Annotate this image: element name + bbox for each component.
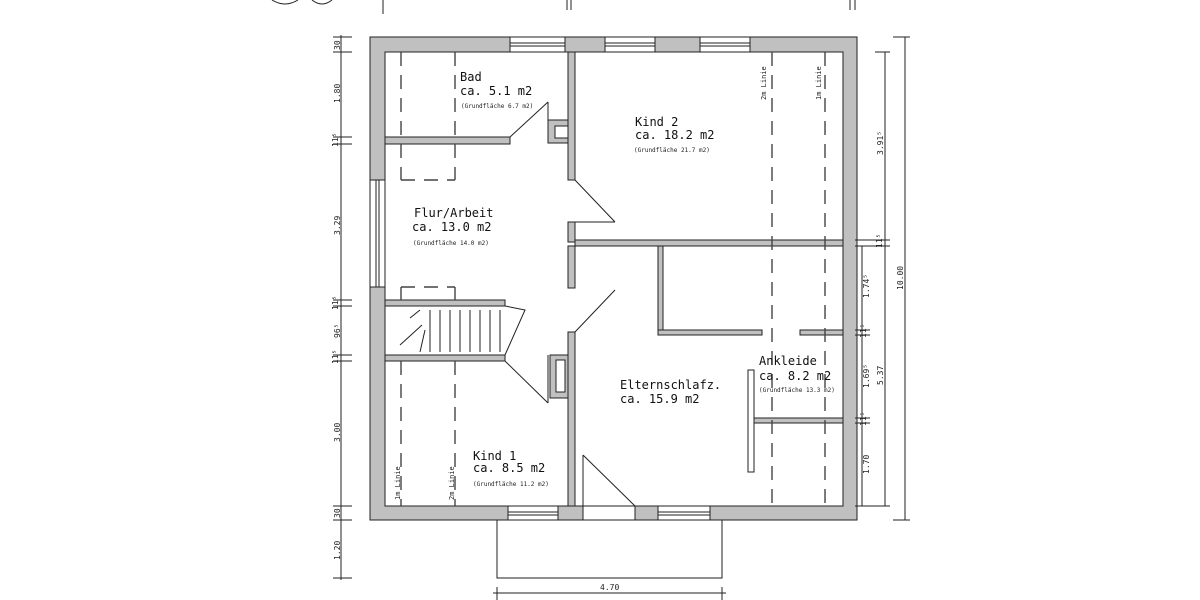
svg-text:1.80: 1.80: [333, 84, 342, 103]
svg-text:Ankleide: Ankleide: [759, 354, 817, 368]
svg-text:Kind 2: Kind 2: [635, 115, 678, 129]
svg-text:Flur/Arbeit: Flur/Arbeit: [414, 206, 493, 220]
room-kind-2[interactable]: Kind 2 ca. 18.2 m2 (Grundfläche 21.7 m2): [634, 115, 714, 154]
svg-text:ca. 15.9 m2: ca. 15.9 m2: [620, 392, 699, 406]
svg-text:Bad: Bad: [460, 70, 482, 84]
svg-text:3.91⁵: 3.91⁵: [876, 131, 885, 155]
svg-text:11⁵: 11⁵: [331, 296, 340, 310]
svg-text:1.20: 1.20: [333, 541, 342, 560]
room-flur-arbeit[interactable]: Flur/Arbeit ca. 13.0 m2 (Grundfläche 14.…: [412, 206, 493, 247]
svg-text:Elternschlafz.: Elternschlafz.: [620, 378, 721, 392]
svg-text:ca. 18.2 m2: ca. 18.2 m2: [635, 128, 714, 142]
svg-text:11⁵: 11⁵: [859, 412, 868, 426]
svg-text:(Grundfläche 21.7 m2): (Grundfläche 21.7 m2): [634, 147, 710, 154]
svg-text:1.74⁵: 1.74⁵: [862, 274, 871, 298]
svg-text:ca. 8.5 m2: ca. 8.5 m2: [473, 461, 545, 475]
svg-text:10.00: 10.00: [896, 266, 905, 290]
room-kind-1[interactable]: Kind 1 ca. 8.5 m2 (Grundfläche 11.2 m2): [473, 449, 549, 488]
height-line-labels: 2m Linie 1m Linie 1m Linie 2m Linie: [394, 66, 823, 500]
windows: [369, 36, 751, 521]
svg-text:5.37: 5.37: [876, 366, 885, 385]
svg-text:11⁵: 11⁵: [859, 324, 868, 338]
room-ankleide[interactable]: Ankleide ca. 8.2 m2 (Grundfläche 13.3 m2…: [759, 354, 835, 394]
svg-text:30: 30: [333, 40, 342, 50]
svg-text:30: 30: [333, 508, 342, 518]
svg-text:1m Linie: 1m Linie: [394, 466, 402, 500]
dimension-bottom: 4.70: [493, 583, 726, 600]
top-remnants: [271, 0, 856, 14]
svg-text:3.29: 3.29: [333, 216, 342, 235]
balcony[interactable]: [496, 520, 723, 579]
svg-text:11⁵: 11⁵: [331, 350, 340, 364]
svg-text:2m Linie: 2m Linie: [448, 466, 456, 500]
dimension-right: 3.91⁵ 11⁵ 1.74⁵ 11⁵ 1.69⁵ 11⁵ 1.70 5.37 …: [855, 36, 910, 521]
svg-text:(Grundfläche 14.0 m2): (Grundfläche 14.0 m2): [413, 240, 489, 247]
svg-text:1m Linie: 1m Linie: [815, 66, 823, 100]
svg-text:Kind 1: Kind 1: [473, 449, 516, 463]
svg-text:(Grundfläche 13.3 m2): (Grundfläche 13.3 m2): [759, 387, 835, 394]
svg-text:11⁵: 11⁵: [331, 133, 340, 147]
svg-text:(Grundfläche 11.2 m2): (Grundfläche 11.2 m2): [473, 481, 549, 488]
exterior-wall: [369, 36, 858, 521]
interior-walls: [384, 51, 844, 507]
svg-text:1.70: 1.70: [862, 455, 871, 474]
svg-text:2m Linie: 2m Linie: [760, 66, 768, 100]
svg-text:3.00: 3.00: [333, 423, 342, 442]
height-lines: [400, 52, 826, 506]
svg-text:96⁵: 96⁵: [333, 324, 342, 338]
staircase[interactable]: [399, 305, 526, 356]
room-elternschlafzimmer[interactable]: Elternschlafz. ca. 15.9 m2: [620, 378, 721, 406]
svg-text:ca. 8.2 m2: ca. 8.2 m2: [759, 369, 831, 383]
svg-text:ca. 5.1 m2: ca. 5.1 m2: [460, 84, 532, 98]
svg-text:11⁵: 11⁵: [875, 234, 884, 248]
svg-text:4.70: 4.70: [600, 583, 619, 592]
dimension-left: 30 1.80 11⁵ 3.29 11⁵ 96⁵ 11⁵ 3.00 30 1.2…: [331, 35, 352, 580]
svg-text:1.69⁵: 1.69⁵: [862, 364, 871, 388]
svg-text:(Grundfläche 6.7 m2): (Grundfläche 6.7 m2): [461, 103, 533, 110]
svg-text:ca. 13.0 m2: ca. 13.0 m2: [412, 220, 491, 234]
room-bad[interactable]: Bad ca. 5.1 m2 (Grundfläche 6.7 m2): [460, 70, 533, 110]
